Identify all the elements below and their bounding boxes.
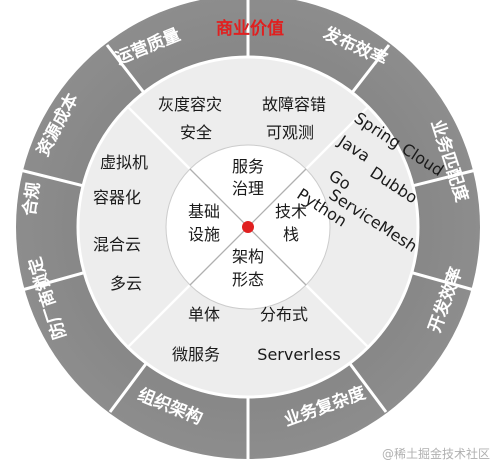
core-left-line-1: 基础	[188, 202, 220, 221]
mid-left-item-4: 多云	[110, 274, 142, 293]
watermark: @稀土掘金技术社区	[381, 447, 490, 461]
mid-bottom-item-3: 微服务	[172, 345, 220, 364]
core-right-line-2: 栈	[283, 225, 299, 244]
mid-left-item-3: 混合云	[93, 235, 141, 254]
core-top-line-1: 服务	[232, 157, 264, 176]
mid-left-item-2: 容器化	[93, 188, 141, 207]
mid-top-item-2: 故障容错	[262, 95, 326, 114]
mid-top-item-3: 安全	[180, 123, 212, 142]
outer-label-top: 商业价值	[216, 18, 284, 39]
core-left-line-2: 设施	[188, 225, 220, 244]
mid-top-item-1: 灰度容灾	[158, 95, 222, 114]
core-right-line-1: 技术	[275, 202, 307, 221]
mid-bottom-item-4: Serverless	[257, 345, 340, 364]
mid-bottom-item-1: 单体	[188, 305, 220, 324]
center-dot	[242, 221, 254, 233]
mid-bottom-item-2: 分布式	[260, 305, 308, 324]
core-bottom-line-2: 形态	[232, 270, 264, 289]
mid-left-item-1: 虚拟机	[100, 153, 148, 172]
core-top-line-2: 治理	[232, 179, 264, 198]
core-bottom-line-1: 架构	[232, 247, 264, 266]
outer-label-left: 合规	[19, 181, 45, 218]
mid-top-item-4: 可观测	[266, 123, 314, 142]
